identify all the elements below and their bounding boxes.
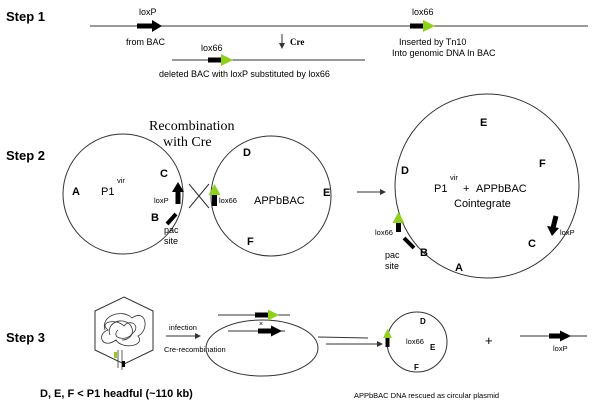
c3-label-a: A xyxy=(455,262,463,274)
plus-sign: + xyxy=(485,333,493,348)
c3-lox66-label: lox66 xyxy=(375,228,393,237)
c1-p1-label: P1 xyxy=(101,186,114,198)
c2-label-f: F xyxy=(247,236,254,248)
c3-loxp-arrow xyxy=(547,215,559,236)
c3-label-e: E xyxy=(480,117,487,129)
cre-label: Cre xyxy=(290,37,304,47)
c3-pac-label: pac xyxy=(385,250,400,260)
lox66-site-top xyxy=(410,20,435,32)
headful-caption: D, E, F < P1 headful (~110 kb) xyxy=(40,388,193,400)
deleted-caption: deleted BAC with loxP substituted by lox… xyxy=(159,69,330,79)
c3-label-d: D xyxy=(401,165,409,177)
c1-pac-label: pac xyxy=(164,225,179,235)
c1-loxp-arrow xyxy=(172,182,184,204)
lox66-top-label: lox66 xyxy=(412,7,434,17)
inserted-label-2: Into genomic DNA In BAC xyxy=(392,48,496,58)
c3-p1-label: P1 xyxy=(434,183,447,195)
c3-label-c: C xyxy=(528,238,536,250)
recombination-label-1: Recombination xyxy=(149,119,235,134)
host-cell-dna: × xyxy=(218,309,290,337)
step1-label: Step 1 xyxy=(6,9,45,24)
c1-label-c: C xyxy=(160,168,168,180)
c4-lox66-label: lox66 xyxy=(406,337,424,346)
from-bac-label: from BAC xyxy=(126,37,166,47)
c3-vir-label: vir xyxy=(450,173,458,182)
host-cell xyxy=(205,319,319,377)
c3-lox66-arrow xyxy=(392,212,405,232)
c3-pac-site-mark xyxy=(402,236,416,250)
c1-label-b: B xyxy=(151,212,159,224)
c3-plus-label: + xyxy=(463,183,469,195)
lox66-bottom-label: lox66 xyxy=(201,43,223,53)
c1-pac-site-mark xyxy=(165,212,178,226)
excised-loxp-fragment xyxy=(520,330,587,342)
cointegrate-circle xyxy=(394,93,580,279)
p1-vir-circle xyxy=(62,133,184,255)
c2-name-label: APPbBAC xyxy=(254,195,305,207)
c4-lox66-arrow xyxy=(383,329,392,347)
c3-label-f: F xyxy=(539,158,546,170)
appbbac-circle xyxy=(210,135,332,257)
c1-site-label: site xyxy=(164,236,178,246)
c3-loxp-label: loxP xyxy=(560,228,575,237)
c3-label-b: B xyxy=(420,247,428,259)
c1-label-a: A xyxy=(72,186,80,198)
infection-label: infection xyxy=(169,323,197,332)
excised-loxp-label: loxP xyxy=(553,344,568,353)
step2-label: Step 2 xyxy=(6,148,45,163)
c4-label-f: F xyxy=(414,363,419,372)
c3-site-label: site xyxy=(385,261,399,271)
c2-label-d: D xyxy=(243,147,251,159)
c3-cointegrate-label: Cointegrate xyxy=(454,198,511,210)
c4-label-d: D xyxy=(420,317,426,326)
c2-lox66-label: lox66 xyxy=(219,196,237,205)
lox66-site-deleted xyxy=(208,54,233,66)
c3-name-label: APPbBAC xyxy=(476,183,527,195)
loxp-top-label: loxP xyxy=(139,7,157,17)
inserted-label-1: Inserted by Tn10 xyxy=(399,37,466,47)
c2-label-e: E xyxy=(323,187,330,199)
c4-label-e: E xyxy=(430,343,436,352)
cre-recombination-label: Cre-recombination xyxy=(164,345,226,354)
recombination-cross xyxy=(188,183,210,209)
p1-phage-head xyxy=(94,296,154,370)
step3-label: Step 3 xyxy=(6,330,45,345)
rescued-caption: APPbBAC DNA rescued as circular plasmid xyxy=(354,391,499,400)
c1-loxp-label: loxP xyxy=(154,196,169,205)
svg-text:×: × xyxy=(259,321,263,328)
line-to-arrow xyxy=(317,336,369,339)
recombination-label-2: with Cre xyxy=(163,135,212,150)
loxp-site-top xyxy=(137,20,162,32)
c2-lox66-arrow xyxy=(208,184,221,206)
c1-vir-label: vir xyxy=(117,176,125,185)
